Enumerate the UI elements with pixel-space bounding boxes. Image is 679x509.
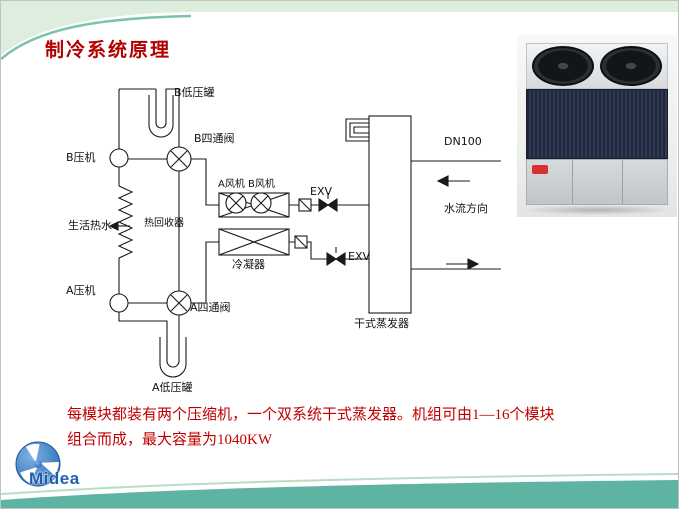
label-a-compressor: A压机: [66, 284, 96, 297]
label-water-flow-direction: 水流方向: [444, 202, 488, 215]
fan-icon: [532, 46, 594, 86]
fan-icon: [600, 46, 662, 86]
hot-water-arrow: [108, 221, 130, 231]
condenser-coil-section: [526, 89, 668, 159]
chiller-unit: [526, 43, 668, 205]
a-tank-vessel: [159, 337, 187, 378]
refrigeration-diagram: B低压罐 B四通阀 B压机 生活热水 热回收器 A风机 B风机 冷凝器 EXV …: [56, 81, 516, 411]
filter-symbol-bottom: [294, 235, 308, 249]
page-title: 制冷系统原理: [45, 40, 172, 61]
water-flow-arrow-in: [436, 175, 470, 187]
b-compressor-symbol: [109, 148, 129, 168]
label-dry-evaporator: 干式蒸发器: [354, 317, 409, 330]
midea-wordmark: Midea: [29, 469, 80, 488]
label-exv-bottom: EXV: [348, 250, 371, 263]
system-diagram-svg: [108, 88, 501, 378]
condenser-coil-bottom: [218, 228, 290, 256]
footer-line-2: 组合而成，最大容量为1040KW: [67, 432, 272, 448]
piping: [108, 88, 501, 378]
cabinet-panels: [526, 159, 668, 205]
water-flow-arrow-out: [446, 258, 480, 270]
footer-text: 每模块都装有两个压缩机，一个双系统干式蒸发器。机组可由1—16个模块 组合而成，…: [67, 403, 633, 453]
label-b-four-way-valve: B四通阀: [194, 132, 235, 145]
label-b-low-pressure-tank: B低压罐: [174, 86, 215, 99]
product-photo: [517, 35, 677, 217]
label-pipe-size: DN100: [444, 135, 482, 148]
label-b-compressor: B压机: [66, 151, 96, 164]
midea-badge: [532, 165, 548, 174]
b-tank-utube: [155, 88, 180, 147]
b-tank-vessel: [148, 95, 174, 138]
footer-line-1: 每模块都装有两个压缩机，一个双系统干式蒸发器。机组可由1—16个模块: [67, 407, 555, 423]
label-a-low-pressure-tank: A低压罐: [152, 381, 193, 394]
exv-top-symbol: [318, 193, 338, 213]
midea-logo: Midea: [13, 439, 133, 503]
fan-a-symbol: [225, 192, 247, 214]
a-four-way-valve-symbol: [166, 290, 192, 316]
a-tank-utube: [118, 312, 180, 368]
filter-symbol-top: [298, 198, 312, 212]
fan-b-symbol: [250, 192, 272, 214]
label-fans: A风机 B风机: [218, 179, 275, 190]
label-exv-top: EXV: [310, 185, 333, 198]
unit-shadow: [521, 205, 673, 215]
exv-bottom-symbol: [326, 247, 346, 267]
evaporator-symbol: [345, 115, 412, 314]
label-condenser: 冷凝器: [232, 258, 265, 271]
label-domestic-hot-water: 生活热水: [68, 219, 112, 232]
label-heat-recovery: 热回收器: [144, 218, 184, 229]
b-four-way-valve-symbol: [166, 146, 192, 172]
label-a-four-way-valve: A四通阀: [190, 301, 231, 314]
fan-deck: [526, 43, 668, 89]
a-compressor-symbol: [109, 293, 129, 313]
heat-recovery-coil: [117, 185, 134, 263]
